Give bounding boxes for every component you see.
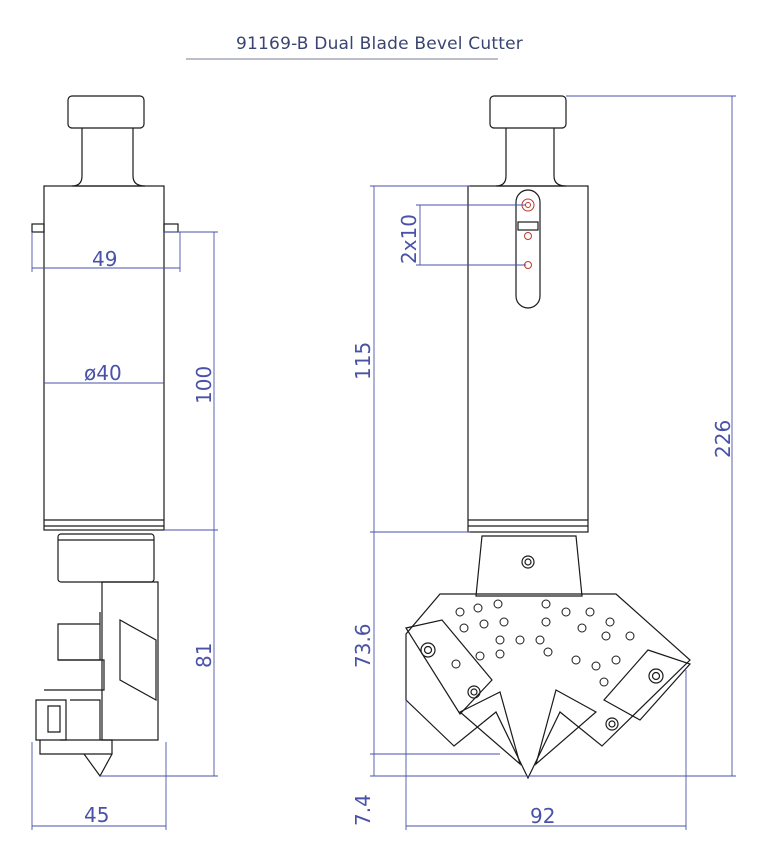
front-blade-right: [534, 689, 598, 766]
front-clamp-right: [603, 649, 692, 721]
drawing-title: 91169-B Dual Blade Bevel Cutter: [236, 34, 523, 54]
side-tab-left: [31, 223, 45, 233]
dim-overall-length: 226: [711, 420, 735, 458]
dim-side-width: 49: [92, 247, 117, 271]
dim-head-length-front: 73.6: [351, 623, 375, 668]
side-dimensions: [31, 231, 218, 830]
front-knob: [489, 95, 567, 129]
side-tab-right: [163, 223, 179, 233]
front-neck: [495, 128, 567, 187]
dim-side-body-length: 100: [192, 366, 216, 404]
front-view: [405, 95, 692, 780]
front-blade-left: [458, 691, 522, 766]
dim-housing-length: 115: [351, 342, 375, 380]
title-underline: [186, 58, 498, 60]
front-slot: [515, 189, 541, 309]
dim-blade-offset: 7.4: [351, 794, 375, 826]
front-clamp-left: [405, 619, 493, 715]
side-knob: [67, 95, 145, 129]
side-collar: [57, 533, 155, 583]
front-collar: [475, 535, 583, 597]
dim-side-diameter: ø40: [84, 361, 122, 385]
dim-side-overall-width: 45: [84, 803, 109, 827]
side-body: [43, 185, 165, 531]
dim-side-head-length: 81: [192, 643, 216, 668]
dim-front-overall-width: 92: [530, 804, 555, 828]
side-blade-tip: [83, 753, 113, 778]
side-head: [101, 581, 159, 741]
side-view: [31, 95, 179, 778]
front-mount-holes: [521, 198, 535, 269]
front-fan-head: [405, 593, 691, 780]
dim-hole-spacing: 2x10: [397, 214, 421, 264]
front-dimensions: [370, 95, 736, 830]
side-neck: [71, 128, 146, 187]
front-body: [467, 185, 589, 533]
